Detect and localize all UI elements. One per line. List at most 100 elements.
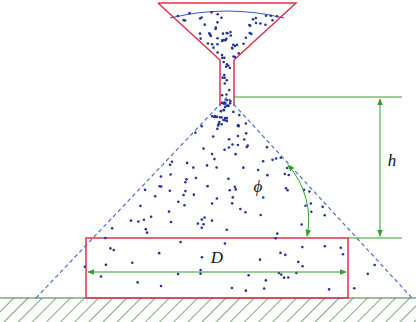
grain-dot [226, 32, 229, 35]
grain-dot [212, 135, 215, 138]
grain-dot [207, 42, 210, 45]
grain-dot [270, 15, 273, 18]
grain-dot [215, 166, 218, 169]
grain-dot [211, 219, 214, 222]
grain-dot [324, 245, 327, 248]
extension-line [234, 97, 402, 98]
grain-dot [199, 32, 202, 35]
grain-dot [199, 269, 202, 272]
dimension-label: h [386, 151, 399, 170]
grain-dot [104, 237, 107, 240]
grain-dot [194, 131, 197, 134]
grain-dot [229, 67, 232, 70]
grain-dot [209, 33, 212, 36]
grain-dot [263, 287, 266, 290]
grain-dot [234, 186, 237, 189]
grain-dot [202, 223, 205, 226]
grain-dot [223, 57, 226, 60]
grain-dot [232, 196, 235, 199]
grain-dot [310, 210, 313, 213]
grain-dot [271, 19, 274, 22]
grain-dot [373, 264, 376, 267]
grain-dot [182, 194, 185, 197]
grain-dot [297, 261, 300, 264]
grain-dot [226, 117, 229, 120]
grain-dot [301, 246, 304, 249]
grain-dot [229, 31, 232, 34]
grain-dot [227, 104, 230, 107]
grain-dot [182, 19, 185, 22]
grain-dot [206, 185, 209, 188]
grain-dot [234, 188, 237, 191]
grain-dot [279, 156, 282, 159]
grain-dot [276, 232, 279, 235]
grain-dot [131, 261, 134, 264]
grain-dot [221, 94, 224, 97]
grain-dot [245, 132, 248, 135]
grain-dot [255, 17, 258, 20]
grain-dot [231, 287, 234, 290]
grain-dot [228, 89, 231, 92]
grain-dot [247, 274, 250, 277]
grain-dot [279, 252, 282, 255]
grain-dot [203, 23, 206, 26]
grain-dot [112, 249, 115, 252]
grain-dot [342, 253, 345, 256]
grain-dot [250, 33, 253, 36]
grain-dot [211, 202, 214, 205]
grain-dot [223, 77, 226, 80]
grain-dot [184, 190, 187, 193]
grain-dot [199, 37, 202, 40]
grain-dot [225, 65, 228, 68]
grain-dot [228, 138, 231, 141]
grain-dot [193, 193, 196, 196]
grain-dot [225, 93, 228, 96]
grain-dot [242, 42, 245, 45]
grain-dot [222, 109, 225, 112]
grain-dot [266, 146, 269, 149]
grain-dot [130, 219, 133, 222]
grain-dot [223, 148, 226, 151]
grain-dot [310, 202, 313, 205]
grain-dot [239, 208, 242, 211]
grain-dot [265, 14, 268, 17]
grain-dot [224, 242, 227, 245]
grain-dot [242, 166, 245, 169]
grain-dot [150, 215, 153, 218]
extension-line [348, 238, 402, 239]
grain-dot [220, 116, 223, 119]
platform [86, 238, 348, 298]
grain-dot [284, 254, 287, 257]
grain-dot [170, 221, 173, 224]
grain-dot [257, 169, 260, 172]
grain-dot [276, 15, 279, 18]
grain-dot [227, 104, 230, 107]
grain-dot [237, 144, 240, 147]
grain-dot [225, 79, 228, 82]
grain-dot [249, 24, 252, 27]
grain-dot [274, 237, 277, 240]
grain-dot [321, 206, 324, 209]
grain-dot [211, 153, 214, 156]
grain-dot [154, 195, 157, 198]
grain-dot [168, 210, 171, 213]
grain-dot [216, 128, 219, 131]
grain-dot [220, 110, 223, 113]
grain-dot [199, 272, 202, 275]
grain-dot [223, 109, 226, 112]
grain-dot [216, 43, 219, 46]
grain-dot [216, 197, 219, 200]
grain-dot [210, 11, 213, 14]
grain-dot [259, 258, 262, 261]
grain-dot [245, 36, 248, 39]
grain-dot [223, 82, 226, 85]
grain-dot [218, 121, 221, 124]
grain-dot [177, 273, 180, 276]
grain-dot [231, 202, 234, 205]
grain-dot [195, 177, 198, 180]
dimension-label: D [209, 248, 225, 267]
grain-dot [229, 99, 232, 102]
grain-dot [158, 252, 161, 255]
grain-dot [222, 32, 225, 35]
grain-dot [169, 173, 172, 176]
